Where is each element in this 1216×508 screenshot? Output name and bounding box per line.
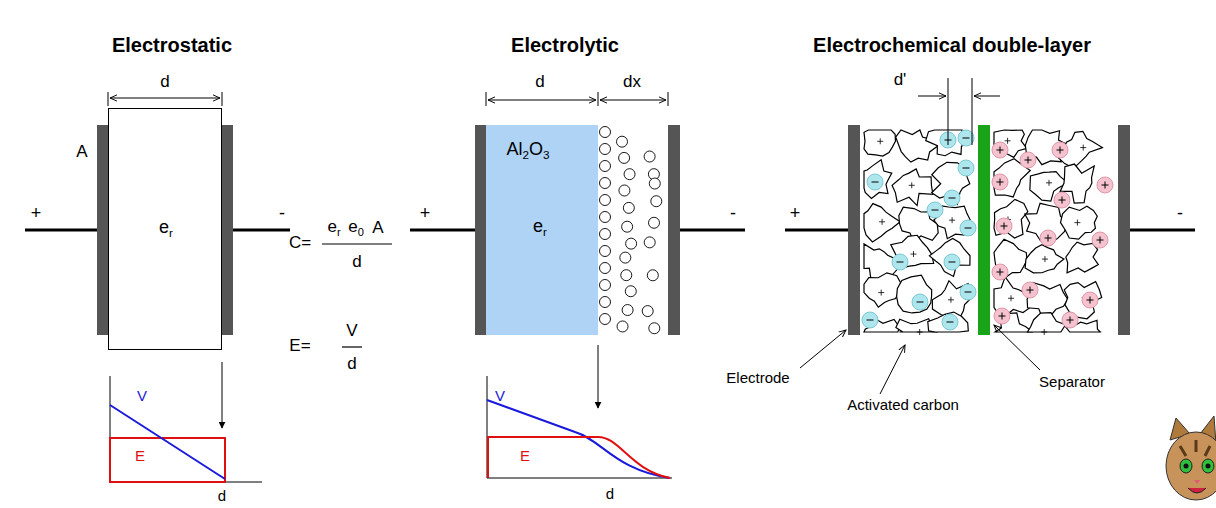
- double-layer-capacitor: [785, 78, 1195, 394]
- node-text: er: [159, 218, 173, 240]
- polarity: -: [1177, 204, 1183, 224]
- formula: d: [347, 355, 356, 374]
- cat-icon: [1166, 416, 1216, 500]
- heading: Electrochemical double-layer: [813, 34, 1091, 56]
- area-label: A: [76, 143, 87, 162]
- formula: A: [372, 219, 383, 238]
- heading: Electrostatic: [112, 34, 232, 56]
- polarity: +: [420, 204, 431, 224]
- dimension: d: [535, 73, 544, 92]
- axis-label: E: [135, 448, 145, 465]
- heading: Electrolytic: [511, 34, 619, 56]
- part-label: Electrode: [726, 370, 789, 387]
- part-label: Separator: [1039, 374, 1105, 391]
- formula: E=: [289, 337, 310, 356]
- polarity: +: [790, 204, 801, 224]
- axis-label: V: [137, 388, 147, 405]
- formula: d: [352, 253, 361, 272]
- formula: e0: [348, 218, 364, 238]
- formula: C=: [289, 234, 311, 253]
- part-label: Activated carbon: [847, 397, 959, 414]
- electrolytic-capacitor: [410, 92, 745, 478]
- oxide-layer: Al2O3 er: [486, 125, 598, 335]
- formula: V: [346, 322, 357, 341]
- axis-label: E: [520, 448, 530, 465]
- dimension: dx: [623, 73, 641, 92]
- polarity: -: [730, 204, 736, 224]
- polarity: +: [31, 204, 42, 224]
- axis-label: d: [606, 486, 614, 503]
- polarity: -: [279, 204, 285, 224]
- axis-label: d: [218, 488, 226, 505]
- node-text: Al2O3: [506, 140, 549, 162]
- axis-label: V: [495, 388, 505, 405]
- dimension: d: [160, 73, 169, 92]
- electrostatic-capacitor: [25, 92, 392, 482]
- node-text: er: [533, 217, 547, 239]
- dielectric-box: er: [108, 108, 222, 350]
- dimension: d': [894, 71, 907, 90]
- formula: er: [327, 218, 340, 238]
- electrolyte-dots: [600, 127, 662, 334]
